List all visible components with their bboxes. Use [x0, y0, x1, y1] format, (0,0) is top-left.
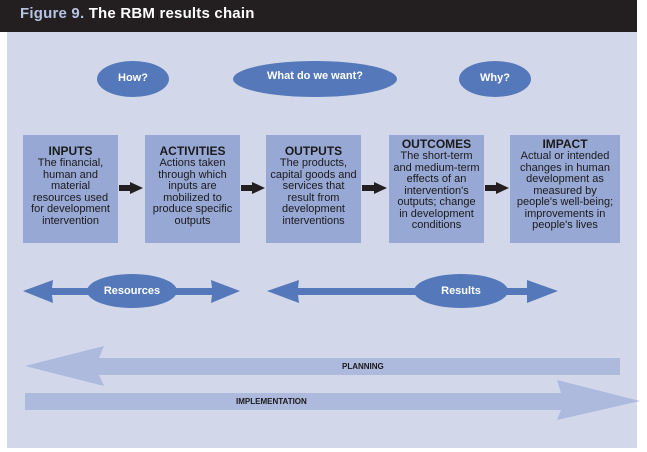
- implementation-label: IMPLEMENTATION: [236, 397, 307, 406]
- chain-description: The financial, human and material resour…: [31, 157, 110, 227]
- chain-heading: OUTCOMES: [401, 137, 472, 151]
- chain-description: The products, capital goods and services…: [270, 157, 357, 227]
- chain-box-outcomes: OUTCOMES The short-term and medium-term …: [389, 135, 484, 243]
- question-what: What do we want?: [267, 70, 363, 82]
- results-label: Results: [441, 285, 481, 297]
- oval-why: [459, 61, 531, 97]
- chain-heading: IMPACT: [542, 137, 588, 151]
- results-double-arrow: [267, 280, 558, 303]
- results-oval: [414, 274, 508, 308]
- chain-arrow-4: [485, 182, 509, 194]
- resources-label: Resources: [103, 285, 161, 297]
- chain-box-inputs: INPUTS The financial, human and material…: [23, 135, 118, 243]
- implementation-arrow: [25, 380, 640, 420]
- figure-number: Figure 9.: [20, 5, 85, 22]
- chain-description: The short-term and medium-term effects o…: [393, 150, 480, 231]
- resources-oval: [87, 274, 177, 308]
- chain-arrow-2: [241, 182, 265, 194]
- question-why: Why?: [480, 72, 510, 84]
- planning-arrow: [25, 346, 620, 386]
- figure-title-text: The RBM results chain: [88, 5, 255, 22]
- chain-box-outputs: OUTPUTS The products, capital goods and …: [266, 135, 361, 243]
- chain-arrow-3: [362, 182, 387, 194]
- planning-label: PLANNING: [342, 362, 384, 371]
- chain-arrow-1: [119, 182, 143, 194]
- question-how: How?: [118, 72, 148, 84]
- chain-heading: OUTPUTS: [284, 144, 343, 158]
- oval-what: [233, 61, 397, 97]
- chain-box-activities: ACTIVITIES Actions taken through which i…: [145, 135, 240, 243]
- chain-heading: ACTIVITIES: [159, 144, 226, 158]
- figure-title-bar: Figure 9. The RBM results chain: [0, 0, 637, 32]
- chain-description: Actions taken through which inputs are m…: [152, 157, 233, 227]
- chain-heading: INPUTS: [48, 144, 93, 158]
- figure-title: Figure 9. The RBM results chain: [20, 5, 255, 22]
- oval-how: [97, 61, 169, 97]
- chain-description: Actual or intended changes in human deve…: [516, 150, 614, 231]
- chain-box-impact: IMPACT Actual or intended changes in hum…: [510, 135, 620, 243]
